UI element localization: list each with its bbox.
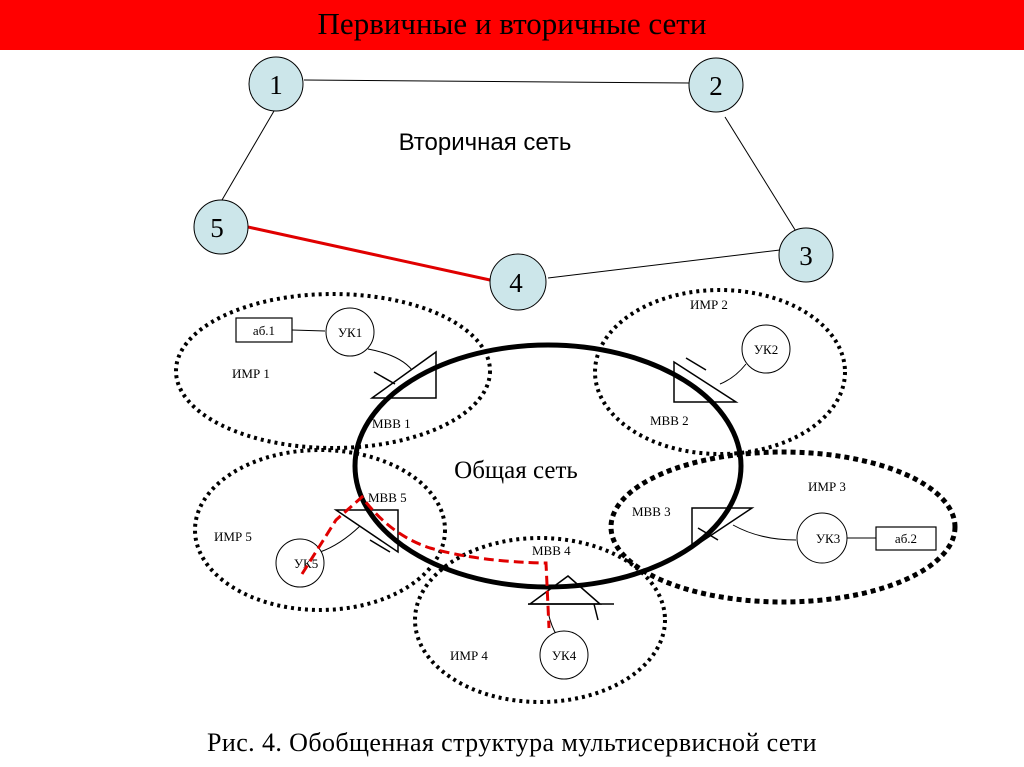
switch-uk1 — [325, 307, 375, 357]
secondary-network-label: Вторичная сеть — [399, 129, 572, 156]
switch-uk2 — [741, 324, 791, 374]
switch-uk2-label: УК2 — [754, 342, 778, 357]
common-network-label: Общая сеть — [454, 457, 578, 484]
gateway-mvv3-icon — [691, 507, 755, 550]
switch-uk4 — [539, 630, 589, 680]
switch-uk5 — [275, 538, 325, 588]
node-2-label: 2 — [709, 71, 723, 101]
imr3-boundary — [608, 449, 958, 605]
node-4-label: 4 — [509, 268, 523, 298]
imr3-label: ИМР 3 — [808, 479, 846, 494]
node-2: 2 — [688, 57, 744, 113]
region-3-equipment: УК3 аб.2 МВВ 3 — [632, 504, 937, 564]
secondary-network: 1 2 3 4 5 Вторичная сеть — [193, 56, 834, 311]
region-2-equipment: УК2 МВВ 2 — [650, 324, 791, 428]
gateway-mvv1-label: МВВ 1 — [372, 416, 411, 431]
title-bar: Первичные и вторичные сети — [0, 0, 1024, 50]
gateway-mvv3-label: МВВ 3 — [632, 504, 671, 519]
region-1-equipment: аб.1 УК1 МВВ 1 — [235, 307, 437, 431]
region-4-equipment: УК4 МВВ 4 — [527, 543, 614, 680]
imr1-label: ИМР 1 — [232, 366, 270, 381]
slide-title: Первичные и вторичные сети — [317, 6, 707, 41]
link-3-4 — [547, 249, 781, 279]
gateway-mvv5-icon — [333, 509, 399, 554]
node-5-label: 5 — [210, 213, 224, 243]
node-1-label: 1 — [269, 70, 283, 100]
switch-uk4-label: УК4 — [552, 648, 577, 663]
region-5-equipment: УК5 МВВ 5 — [275, 490, 407, 588]
subscriber-ab2-label: аб.2 — [895, 531, 917, 546]
gateway-mvv2-label: МВВ 2 — [650, 413, 689, 428]
gateway-mvv1-icon — [369, 350, 437, 399]
imr2-boundary — [593, 288, 847, 456]
imr4-label: ИМР 4 — [450, 648, 488, 663]
node-5: 5 — [193, 199, 249, 255]
node-3-label: 3 — [799, 241, 813, 271]
switch-uk1-label: УК1 — [338, 325, 362, 340]
imr5-label: ИМР 5 — [214, 529, 252, 544]
subscriber-ab1-label: аб.1 — [253, 323, 275, 338]
figure-caption: Рис. 4. Обобщенная структура мультисерви… — [207, 728, 817, 757]
imr4-boundary — [413, 536, 667, 704]
node-3: 3 — [778, 227, 834, 283]
imr1-boundary — [174, 292, 492, 450]
subscriber-ab2-box — [875, 526, 937, 551]
gateway-mvv4-label: МВВ 4 — [532, 543, 571, 558]
gateway-mvv2-icon — [673, 360, 739, 403]
imr5-boundary — [193, 448, 447, 612]
gateway-mvv4-icon — [527, 575, 602, 605]
switch-uk3-label: УК3 — [816, 531, 840, 546]
common-network-ring — [352, 342, 744, 590]
link-2-3 — [724, 116, 798, 234]
regional-networks — [174, 288, 958, 704]
node-1: 1 — [248, 56, 304, 112]
link-1-2 — [303, 79, 691, 84]
imr2-label: ИМР 2 — [690, 297, 728, 312]
highlighted-route — [300, 494, 551, 629]
node-4: 4 — [489, 253, 547, 311]
link-1-5 — [221, 110, 275, 201]
link-5-4 — [247, 225, 491, 282]
gateway-mvv5-label: МВВ 5 — [368, 490, 407, 505]
